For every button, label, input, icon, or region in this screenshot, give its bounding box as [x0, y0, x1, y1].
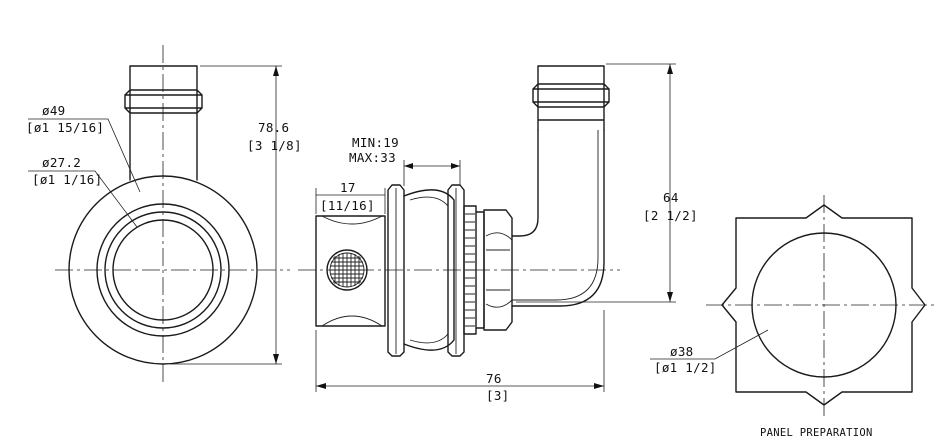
- length-label: 76: [486, 371, 502, 386]
- elbow-height-inch-label: [2 1/2]: [643, 208, 698, 223]
- inner-dia-inch-label: [ø1 1/16]: [32, 172, 102, 187]
- locknut-threads: [465, 213, 475, 327]
- bore-inner-circle: [112, 219, 214, 321]
- outer-dia-label: ø49: [42, 103, 65, 118]
- panel-dia-leader: [650, 329, 769, 360]
- elbow-pipe-inner: [512, 130, 599, 301]
- outer-dia-inch-label: [ø1 15/16]: [26, 120, 104, 135]
- strainer-mesh: [326, 249, 368, 291]
- hex-nut: [483, 209, 513, 331]
- height-label: 78.6: [258, 120, 289, 135]
- nut-width-label: 17: [340, 180, 356, 195]
- outer-dia-leader: [28, 118, 141, 193]
- end-view: [28, 45, 290, 385]
- elbow-pipe: [511, 129, 605, 307]
- min-label: MIN:19: [352, 135, 399, 150]
- arrow-up: [273, 66, 279, 76]
- length-arrow-left: [316, 383, 326, 389]
- elbow-height-label: 64: [663, 190, 679, 205]
- panel-dia-inch-label: [ø1 1/2]: [654, 360, 717, 375]
- body-dome-inner: [409, 196, 449, 344]
- height-inch-label: [3 1/8]: [247, 138, 302, 153]
- length-inch-label: [3]: [486, 388, 509, 403]
- nut-width-inch-label: [11/16]: [320, 198, 375, 213]
- inner-dia-leader: [28, 170, 138, 228]
- minmax-arrow-right: [451, 163, 460, 169]
- side-view: [298, 63, 676, 392]
- bore-outer-circle: [104, 211, 222, 329]
- panel-outline: [721, 204, 926, 406]
- end-view-barb: [124, 65, 203, 181]
- flange-outer-circle: [68, 175, 258, 365]
- arrow-down: [273, 354, 279, 364]
- left-washer: [387, 184, 405, 357]
- elbow-arrow-down: [667, 292, 673, 302]
- flange-mid-circle: [96, 203, 230, 337]
- elbow-barb: [532, 65, 610, 131]
- max-label: MAX:33: [349, 150, 396, 165]
- nut-block-bottom-arc: [321, 315, 383, 327]
- panel-preparation-view: [650, 195, 935, 420]
- panel-preparation-caption: PANEL PREPARATION: [760, 427, 873, 439]
- nut-block-top-arc: [321, 215, 383, 225]
- elbow-arrow-up: [667, 64, 673, 74]
- nut-block: [315, 215, 386, 327]
- right-washer: [447, 184, 465, 357]
- hex-nut-flats: [485, 232, 513, 308]
- panel-dia-label: ø38: [670, 344, 693, 359]
- minmax-arrow-left: [404, 163, 413, 169]
- panel-hole: [751, 232, 897, 378]
- inner-dia-label: ø27.2: [42, 155, 81, 170]
- body-dome: [403, 189, 455, 351]
- length-arrow-right: [594, 383, 604, 389]
